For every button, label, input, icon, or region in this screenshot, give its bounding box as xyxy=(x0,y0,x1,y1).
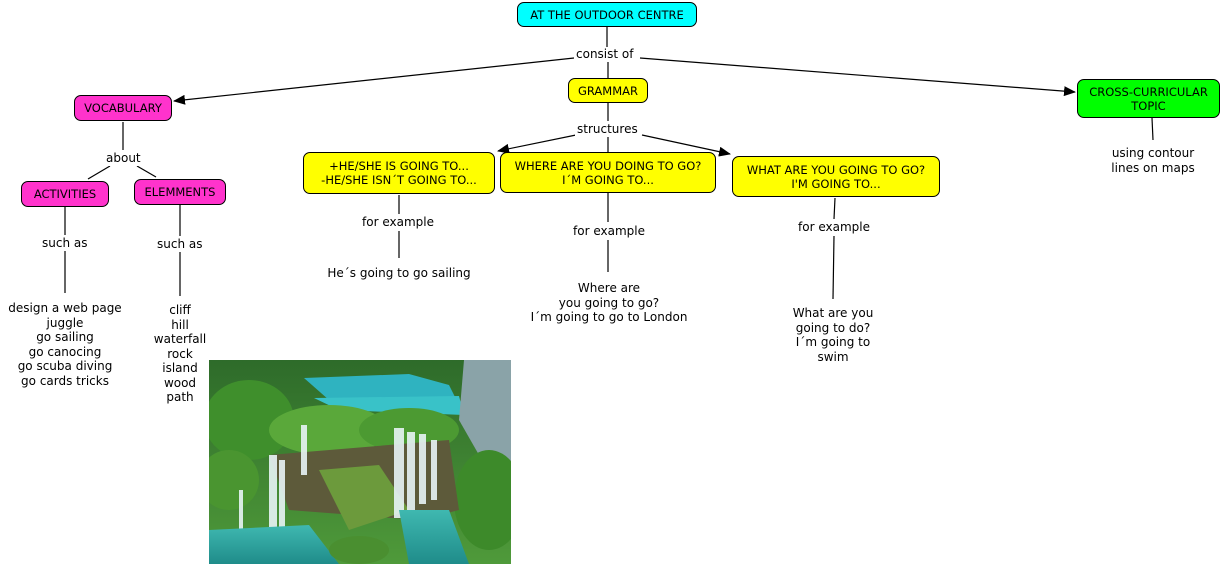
line-cross-detail xyxy=(1151,117,1154,141)
line-forexample-ex3 xyxy=(832,235,835,300)
line-about-elemments xyxy=(136,165,157,178)
link-for-example-1: for example xyxy=(360,215,436,230)
link-structures: structures xyxy=(575,122,640,137)
example-3: What are you going to do? I´m going to s… xyxy=(792,306,874,364)
line-consist-vocabulary xyxy=(173,57,575,105)
link-for-example-3: for example xyxy=(796,220,872,235)
cross-curricular-detail: using contour lines on maps xyxy=(1111,146,1195,175)
example-1: He´s going to go sailing xyxy=(327,266,471,280)
example-2: Where are you going to go? I´m going to … xyxy=(530,281,688,324)
activities-list: design a web page juggle go sailing go c… xyxy=(8,301,122,388)
link-for-example-2: for example xyxy=(571,224,647,239)
line-structures-s1 xyxy=(497,134,577,154)
node-root[interactable]: AT THE OUTDOOR CENTRE xyxy=(517,2,697,27)
link-about: about xyxy=(104,151,143,166)
node-elemments[interactable]: ELEMMENTS xyxy=(134,179,226,205)
node-activities[interactable]: ACTIVITIES xyxy=(21,181,109,207)
node-cross-curricular[interactable]: CROSS-CURRICULAR TOPIC xyxy=(1077,79,1220,118)
node-structure-1[interactable]: +HE/SHE IS GOING TO... -HE/SHE ISN´T GOI… xyxy=(303,152,495,194)
link-such-as-activities: such as xyxy=(40,236,90,251)
link-consist-of: consist of xyxy=(574,47,636,62)
line-structures-s3 xyxy=(641,134,731,157)
node-structure-3[interactable]: WHAT ARE YOU GOING TO GO? I'M GOING TO..… xyxy=(732,156,940,197)
line-consist-cross xyxy=(639,57,1076,97)
waterfall-photo xyxy=(209,360,511,564)
node-grammar[interactable]: GRAMMAR xyxy=(568,78,648,103)
node-structure-2[interactable]: WHERE ARE YOU DOING TO GO? I´M GOING TO.… xyxy=(500,152,716,193)
line-about-activities xyxy=(87,165,111,180)
node-vocabulary[interactable]: VOCABULARY xyxy=(74,95,172,121)
link-such-as-elements: such as xyxy=(155,237,205,252)
elements-list: cliff hill waterfall rock island wood pa… xyxy=(153,303,207,404)
line-s3-forexample xyxy=(833,197,836,220)
